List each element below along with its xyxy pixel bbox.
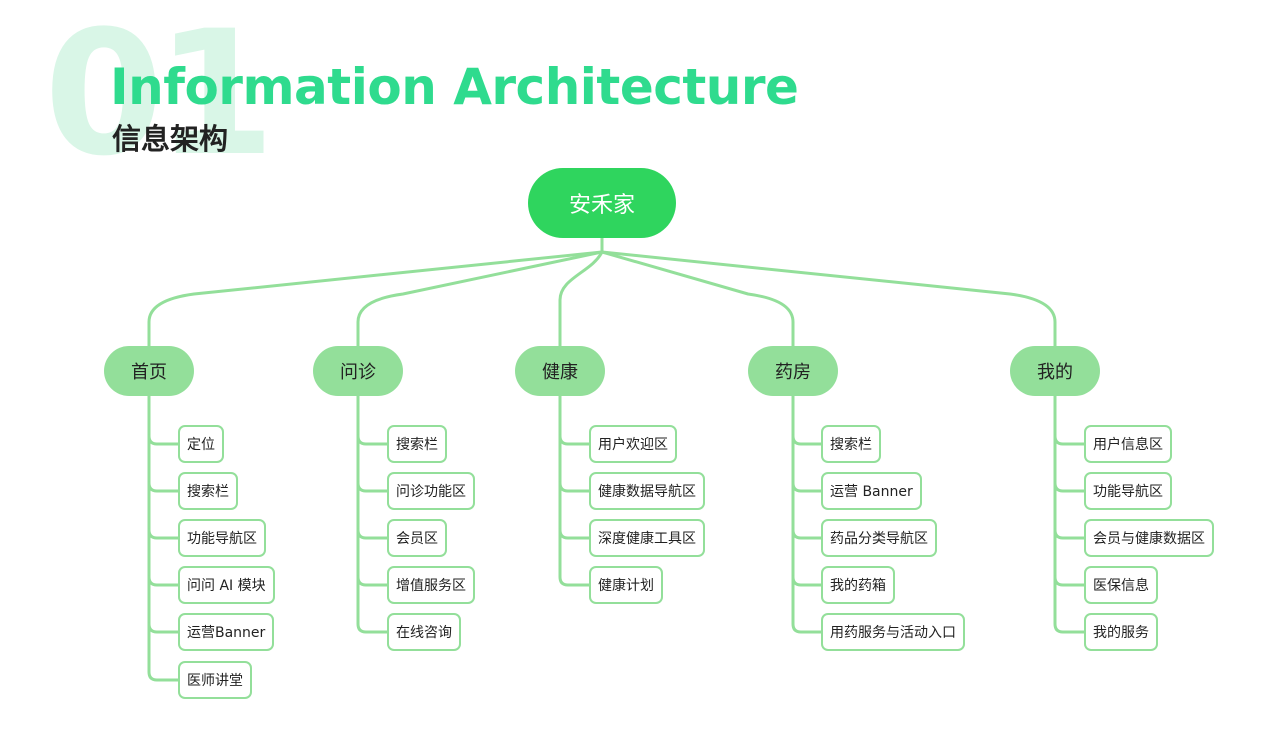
leaf-node: 用户欢迎区 — [589, 425, 677, 463]
leaf-branch-line — [147, 481, 180, 493]
section-number: 01 — [44, 0, 275, 194]
leaf-node: 在线咨询 — [387, 613, 461, 651]
leaf-branch-line — [147, 575, 180, 587]
leaf-branch-line — [791, 528, 823, 540]
root-to-category-line — [600, 250, 1057, 348]
leaf-node: 我的服务 — [1084, 613, 1158, 651]
leaf-branch-line — [1053, 528, 1086, 540]
leaf-branch-line — [791, 481, 823, 493]
leaf-branch-line — [356, 575, 389, 587]
leaf-branch-line — [356, 528, 389, 540]
category-node: 药房 — [748, 346, 838, 396]
leaf-node: 搜索栏 — [387, 425, 447, 463]
leaf-branch-line — [558, 434, 591, 446]
leaf-branch-line — [147, 622, 180, 634]
leaf-branch-line — [1053, 434, 1086, 446]
leaf-branch-line — [356, 481, 389, 493]
leaf-branch-line — [791, 575, 823, 587]
leaf-node: 会员区 — [387, 519, 447, 557]
leaf-node: 医师讲堂 — [178, 661, 252, 699]
category-node: 我的 — [1010, 346, 1100, 396]
leaf-node: 用药服务与活动入口 — [821, 613, 965, 651]
category-trunk-line — [356, 394, 389, 634]
leaf-branch-line — [791, 434, 823, 446]
leaf-branch-line — [558, 481, 591, 493]
leaf-node: 增值服务区 — [387, 566, 475, 604]
page-subtitle: 信息架构 — [112, 122, 229, 156]
category-trunk-line — [558, 394, 591, 587]
root-to-category-line — [558, 250, 604, 348]
category-trunk-line — [791, 394, 823, 634]
root-to-category-line — [356, 250, 604, 348]
category-node: 问诊 — [313, 346, 403, 396]
leaf-branch-line — [1053, 575, 1086, 587]
leaf-branch-line — [1053, 481, 1086, 493]
leaf-branch-line — [558, 528, 591, 540]
leaf-node: 搜索栏 — [821, 425, 881, 463]
root-to-category-line — [600, 250, 795, 348]
root-node: 安禾家 — [528, 168, 676, 238]
leaf-node: 问问 AI 模块 — [178, 566, 275, 604]
root-to-category-line — [147, 250, 604, 348]
leaf-node: 医保信息 — [1084, 566, 1158, 604]
category-node: 首页 — [104, 346, 194, 396]
leaf-node: 会员与健康数据区 — [1084, 519, 1214, 557]
leaf-node: 我的药箱 — [821, 566, 895, 604]
leaf-node: 药品分类导航区 — [821, 519, 937, 557]
leaf-branch-line — [356, 434, 389, 446]
leaf-node: 用户信息区 — [1084, 425, 1172, 463]
leaf-node: 深度健康工具区 — [589, 519, 705, 557]
leaf-node: 运营 Banner — [821, 472, 922, 510]
leaf-branch-line — [147, 434, 180, 446]
category-trunk-line — [1053, 394, 1086, 634]
leaf-node: 搜索栏 — [178, 472, 238, 510]
page-title: Information Architecture — [110, 58, 799, 116]
leaf-node: 问诊功能区 — [387, 472, 475, 510]
leaf-node: 运营Banner — [178, 613, 275, 651]
leaf-branch-line — [147, 528, 180, 540]
leaf-node: 功能导航区 — [1084, 472, 1172, 510]
category-trunk-line — [147, 394, 180, 682]
category-node: 健康 — [515, 346, 605, 396]
leaf-node: 健康数据导航区 — [589, 472, 705, 510]
leaf-node: 健康计划 — [589, 566, 663, 604]
leaf-node: 定位 — [178, 425, 224, 463]
leaf-node: 功能导航区 — [178, 519, 266, 557]
